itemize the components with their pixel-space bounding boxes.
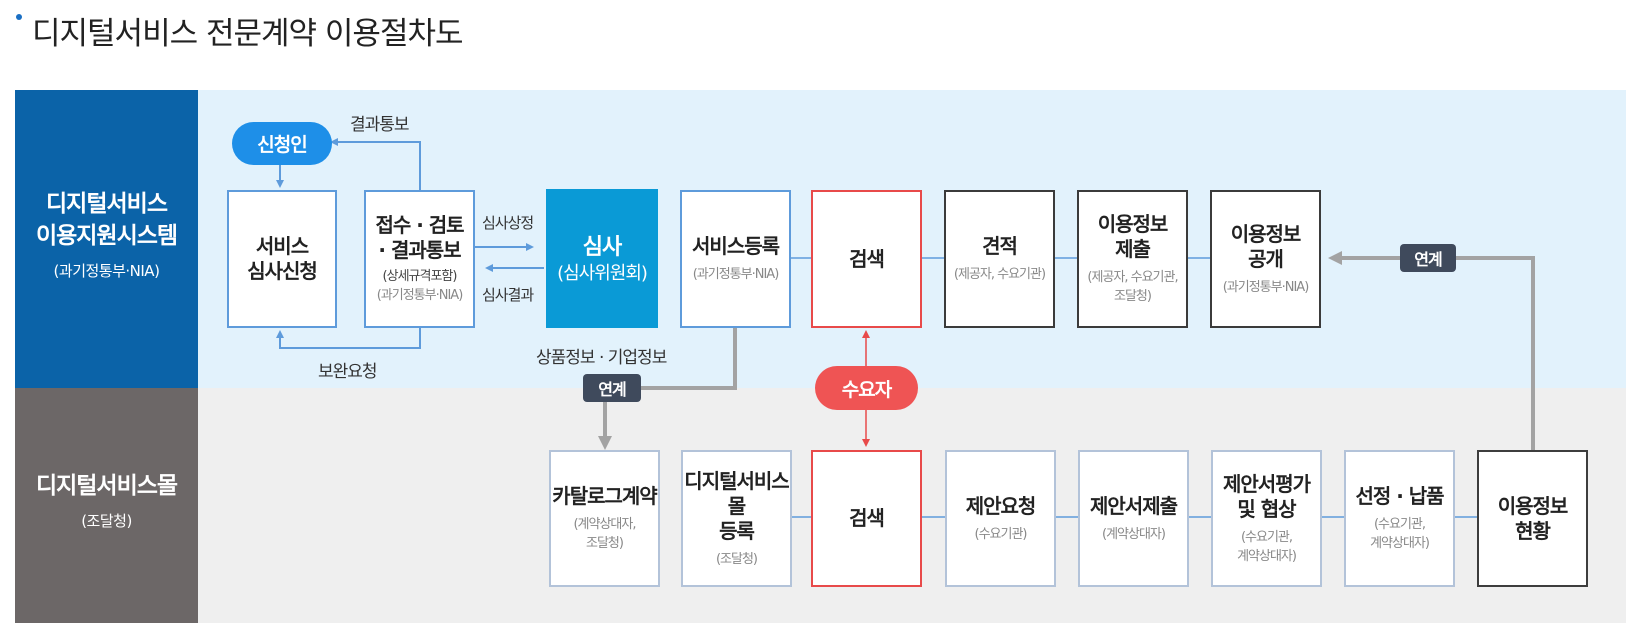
result-notice-label: 결과통보 [350,115,410,135]
box-subtitle: (계약상대자, 조달청) [573,517,636,551]
review-submit-label: 심사상정 [482,214,534,232]
service-review-application-box: 서비스 심사신청 [227,190,337,328]
quotation-box: 견적 (제공자, 수요기관) [944,190,1055,328]
usage-info-disclosure-box: 이용정보 공개 (과기정통부·NIA) [1210,190,1321,328]
box-subtitle: (수요기관, 계약상대자) [1237,529,1297,564]
row-connector-lines [791,257,1477,518]
search-box-top: 검색 [811,190,922,328]
usage-info-submit-box: 이용정보 제출 (제공자, 수요기관, 조달청) [1077,190,1188,328]
box-subtitle: (수요기관, 계약상대자) [1370,517,1430,551]
box-subtitle: (조달청) [715,551,758,567]
page-title: 디지털서비스 전문계약 이용절차도 [32,16,464,52]
lane-subtitle: (조달청) [81,512,132,530]
box-title: 견적 [982,234,1018,258]
selection-delivery-box: 선정 · 납품 (수요기관, 계약상대자) [1344,450,1455,587]
link-arrow-catalog [598,328,737,450]
title-bullet-icon [16,14,22,20]
proposal-request-box: 제안요청 (수요기관) [945,450,1056,587]
lane-header-service-mall: 디지털서비스몰 (조달청) [15,388,198,623]
box-title: 제안요청 [965,493,1037,518]
box-subtitle: (수요기관) [974,526,1028,542]
box-note: (상세규격포함) [382,269,458,284]
product-info-label: 상품정보 · 기업정보 [536,348,667,368]
proposal-evaluation-box: 제안서평가 및 협상 (수요기관, 계약상대자) [1211,450,1322,587]
review-committee-box: 심사 (심사위원회) [546,189,658,328]
box-title: 검색 [849,506,885,530]
link-arrow-usage [1328,251,1535,450]
supplement-request-label: 보완요청 [318,362,378,382]
box-title: 선정 · 납품 [1355,484,1444,508]
box-subtitle: (과기정통부·NIA) [376,288,464,303]
lane-title: 디지털서비스 이용지원시스템 [35,191,178,249]
link-tag-catalog: 연계 [583,374,641,402]
lane-title: 디지털서비스몰 [35,473,178,499]
demander-pill: 수요자 [815,366,918,410]
box-title: 디지털서비스몰 등록 [684,468,789,543]
box-title: 서비스등록 [692,234,780,258]
receipt-review-box: 접수 · 검토 · 결과통보 (상세규격포함) (과기정통부·NIA) [364,190,475,328]
box-title: 이용정보 공개 [1230,221,1302,271]
box-title: 카탈로그계약 [552,484,657,508]
box-subtitle: (제공자, 수요기관, 조달청) [1087,270,1178,304]
link-tag-usage: 연계 [1400,244,1456,272]
box-subtitle: (과기정통부·NIA) [692,267,780,282]
box-title: 제안서제출 [1090,493,1178,518]
applicant-pill: 신청인 [232,122,332,165]
box-title: 이용정보 현황 [1497,493,1569,543]
box-title: 이용정보 제출 [1097,212,1169,261]
box-title: 서비스 심사신청 [247,234,318,283]
box-subtitle: (과기정통부·NIA) [1222,279,1310,295]
box-subtitle: (제공자, 수요기관) [953,267,1046,282]
box-title: 접수 · 검토 · 결과통보 [375,213,464,262]
box-subtitle: (심사위원회) [557,262,648,284]
lane-header-support-system: 디지털서비스 이용지원시스템 (과기정통부·NIA) [15,90,198,388]
box-title: 제안서평가 및 협상 [1223,471,1311,521]
service-registration-box: 서비스등록 (과기정통부·NIA) [680,190,791,328]
box-title: 심사 [582,234,622,260]
usage-info-status-box: 이용정보 현황 [1477,450,1588,587]
review-result-label: 심사결과 [482,286,534,304]
applicant-flow-arrows [276,138,544,349]
proposal-submission-box: 제안서제출 (계약상대자) [1078,450,1189,587]
service-mall-registration-box: 디지털서비스몰 등록 (조달청) [681,450,792,587]
box-title: 검색 [849,246,885,271]
search-box-bottom: 검색 [811,450,922,587]
lane-subtitle: (과기정통부·NIA) [53,262,160,280]
box-subtitle: (계약상대자) [1102,526,1166,542]
catalog-contract-box: 카탈로그계약 (계약상대자, 조달청) [549,450,660,587]
